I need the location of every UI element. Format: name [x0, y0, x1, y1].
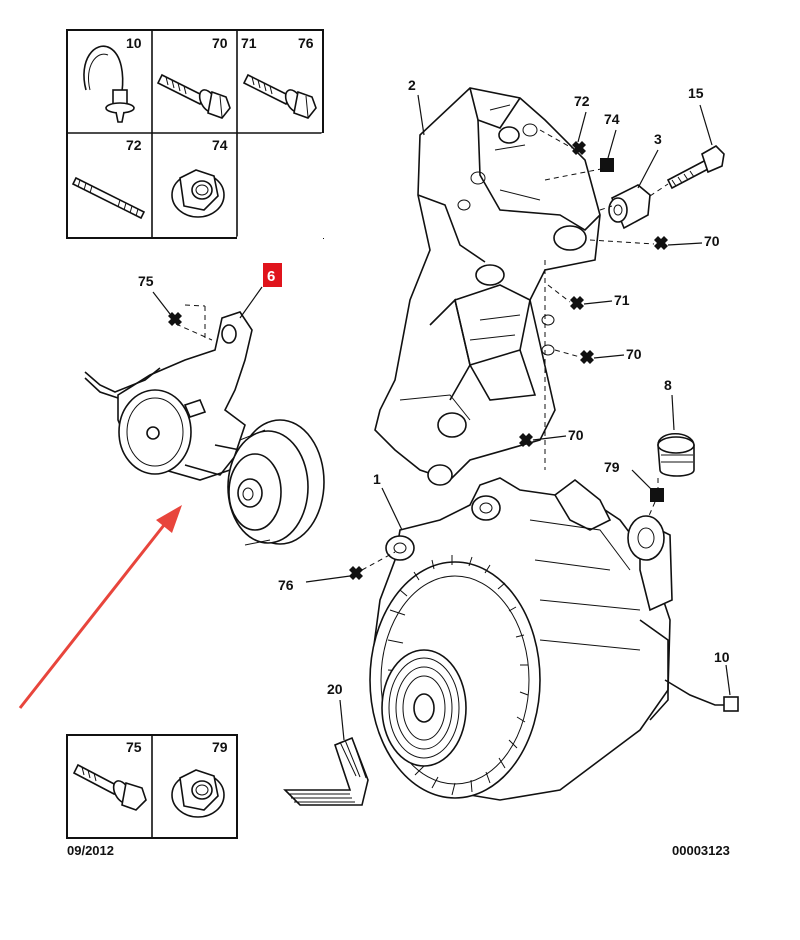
fastener-table-top: 10 70 71 76 72 74	[66, 29, 325, 240]
x-marker-icon	[519, 433, 533, 447]
callout-76: 76	[278, 577, 294, 593]
poly-v-belt-20	[283, 736, 369, 806]
callout-70-lower: 70	[568, 427, 584, 443]
x-marker-icon	[654, 236, 668, 250]
flange-nut-79-icon	[171, 769, 225, 818]
callout-2: 2	[408, 77, 416, 93]
belt-tensioner-6	[84, 311, 325, 546]
tensioner-pulley	[227, 419, 325, 546]
alternator-1	[369, 477, 739, 801]
callout-6-highlight: 6	[263, 263, 282, 287]
callout-72: 72	[574, 93, 590, 109]
callout-numbers: 2 72 74 15 3 70 71 70 70 75 6 8 79 1 76 …	[138, 77, 730, 697]
callout-1: 1	[373, 471, 381, 487]
table-label-74: 74	[212, 137, 228, 153]
leader-lines	[152, 94, 731, 741]
bolt-71-76-icon	[242, 73, 317, 119]
x-marker-icon	[572, 141, 586, 155]
bolt-15	[666, 145, 725, 190]
mounting-bracket-2	[374, 87, 601, 486]
table-label-10: 10	[126, 35, 142, 51]
footer-reference: 00003123	[672, 843, 730, 858]
table-label-71: 71	[241, 35, 257, 51]
red-pointer-arrow	[18, 505, 182, 709]
fastener-table-bottom: 75 79	[66, 734, 238, 839]
x-marker-icon	[570, 296, 584, 310]
x-marker-icon	[168, 312, 182, 326]
highlight-badge	[263, 263, 282, 287]
table-label-75: 75	[126, 739, 142, 755]
footer-date: 09/2012	[67, 843, 114, 858]
callout-70-middle: 70	[626, 346, 642, 362]
marker-74-icon	[600, 158, 614, 172]
callout-15: 15	[688, 85, 704, 101]
callout-8: 8	[664, 377, 672, 393]
assembly-guides	[175, 129, 669, 571]
callout-10: 10	[714, 649, 730, 665]
callout-74: 74	[604, 111, 620, 127]
marker-79-icon	[650, 488, 664, 502]
x-marker-icon	[580, 350, 594, 364]
bolt-70-icon	[156, 73, 231, 119]
table-label-70: 70	[212, 35, 228, 51]
cap-8	[657, 433, 695, 477]
table-label-76: 76	[298, 35, 314, 51]
callout-3: 3	[654, 131, 662, 147]
table-label-72: 72	[126, 137, 142, 153]
callout-20: 20	[327, 681, 343, 697]
bolt-75-icon	[72, 763, 147, 811]
callout-6: 6	[267, 268, 275, 285]
bushing-3	[608, 184, 651, 230]
callout-71: 71	[614, 292, 630, 308]
callout-79: 79	[604, 459, 620, 475]
flange-nut-74-icon	[171, 169, 225, 218]
table-label-79: 79	[212, 739, 228, 755]
stud-icon	[71, 176, 146, 220]
x-marker-icon	[349, 566, 363, 580]
cable-tie-clip-icon	[83, 45, 135, 123]
callout-70-upper: 70	[704, 233, 720, 249]
fastener-markers	[168, 141, 668, 580]
callout-75: 75	[138, 273, 154, 289]
